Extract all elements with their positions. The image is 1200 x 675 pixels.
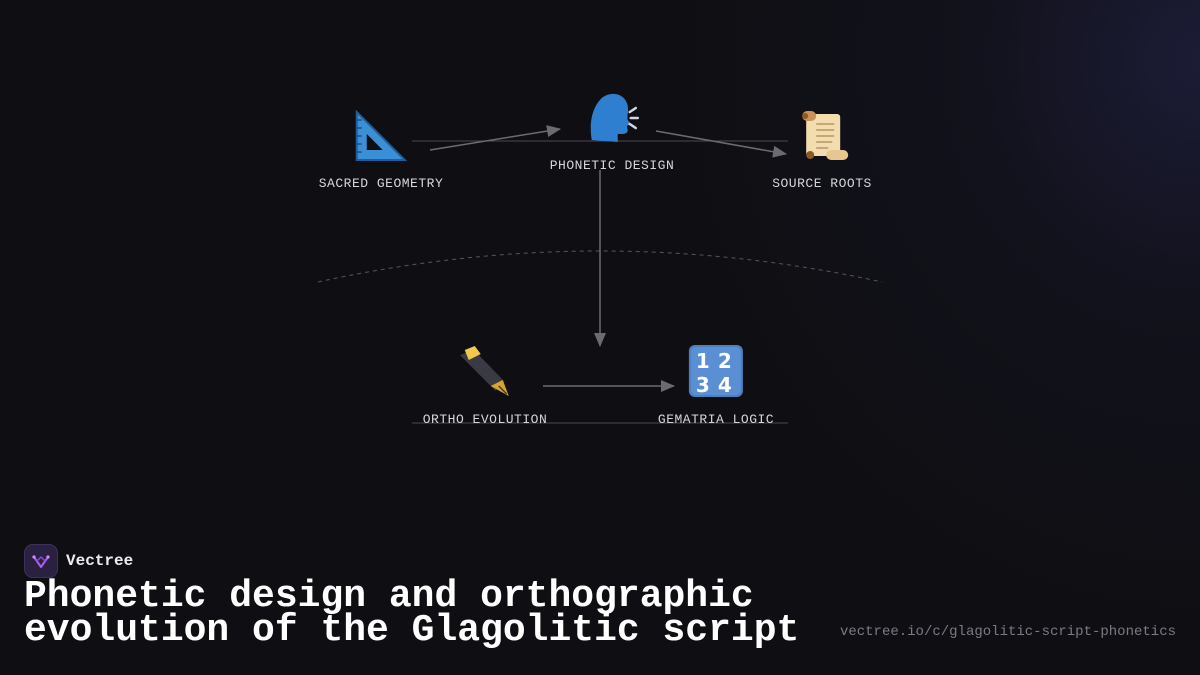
node-label: SACRED GEOMETRY	[318, 176, 444, 191]
node-label: GEMATRIA LOGIC	[657, 412, 775, 427]
node-gematria-logic[interactable]: 1 2 3 4 GEMATRIA LOGIC	[658, 344, 774, 427]
dashed-arc	[317, 250, 883, 283]
svg-text:4: 4	[718, 373, 732, 397]
speaking-head-icon	[584, 90, 640, 146]
node-source-roots[interactable]: SOURCE ROOTS	[772, 108, 872, 191]
source-url[interactable]: vectree.io/c/glagolitic-script-phonetics	[839, 624, 1176, 640]
svg-text:2: 2	[718, 349, 732, 373]
svg-text:1: 1	[696, 349, 710, 373]
brand-name: Vectree	[66, 552, 134, 570]
fountain-pen-icon	[457, 344, 513, 400]
node-label: PHONETIC DESIGN	[549, 158, 675, 173]
vectree-logo-icon	[24, 544, 58, 578]
node-ortho-evolution[interactable]: ORTHO EVOLUTION	[423, 344, 548, 427]
svg-text:3: 3	[696, 373, 710, 397]
node-phonetic-design[interactable]: PHONETIC DESIGN	[550, 90, 675, 173]
node-label: SOURCE ROOTS	[772, 176, 872, 191]
scroll-icon	[794, 108, 850, 164]
node-sacred-geometry[interactable]: SACRED GEOMETRY	[319, 108, 444, 191]
node-label: ORTHO EVOLUTION	[422, 412, 548, 427]
edge-sacred-geometry-to-phonetic-design	[429, 125, 561, 151]
page-title: Phonetic design and orthographic evoluti…	[24, 575, 800, 652]
brand[interactable]: Vectree	[24, 544, 133, 578]
edge-phonetic-design-to-source-roots	[655, 130, 787, 158]
numbers-1234-icon: 1 2 3 4	[688, 344, 744, 400]
triangular-ruler-icon	[353, 108, 409, 164]
